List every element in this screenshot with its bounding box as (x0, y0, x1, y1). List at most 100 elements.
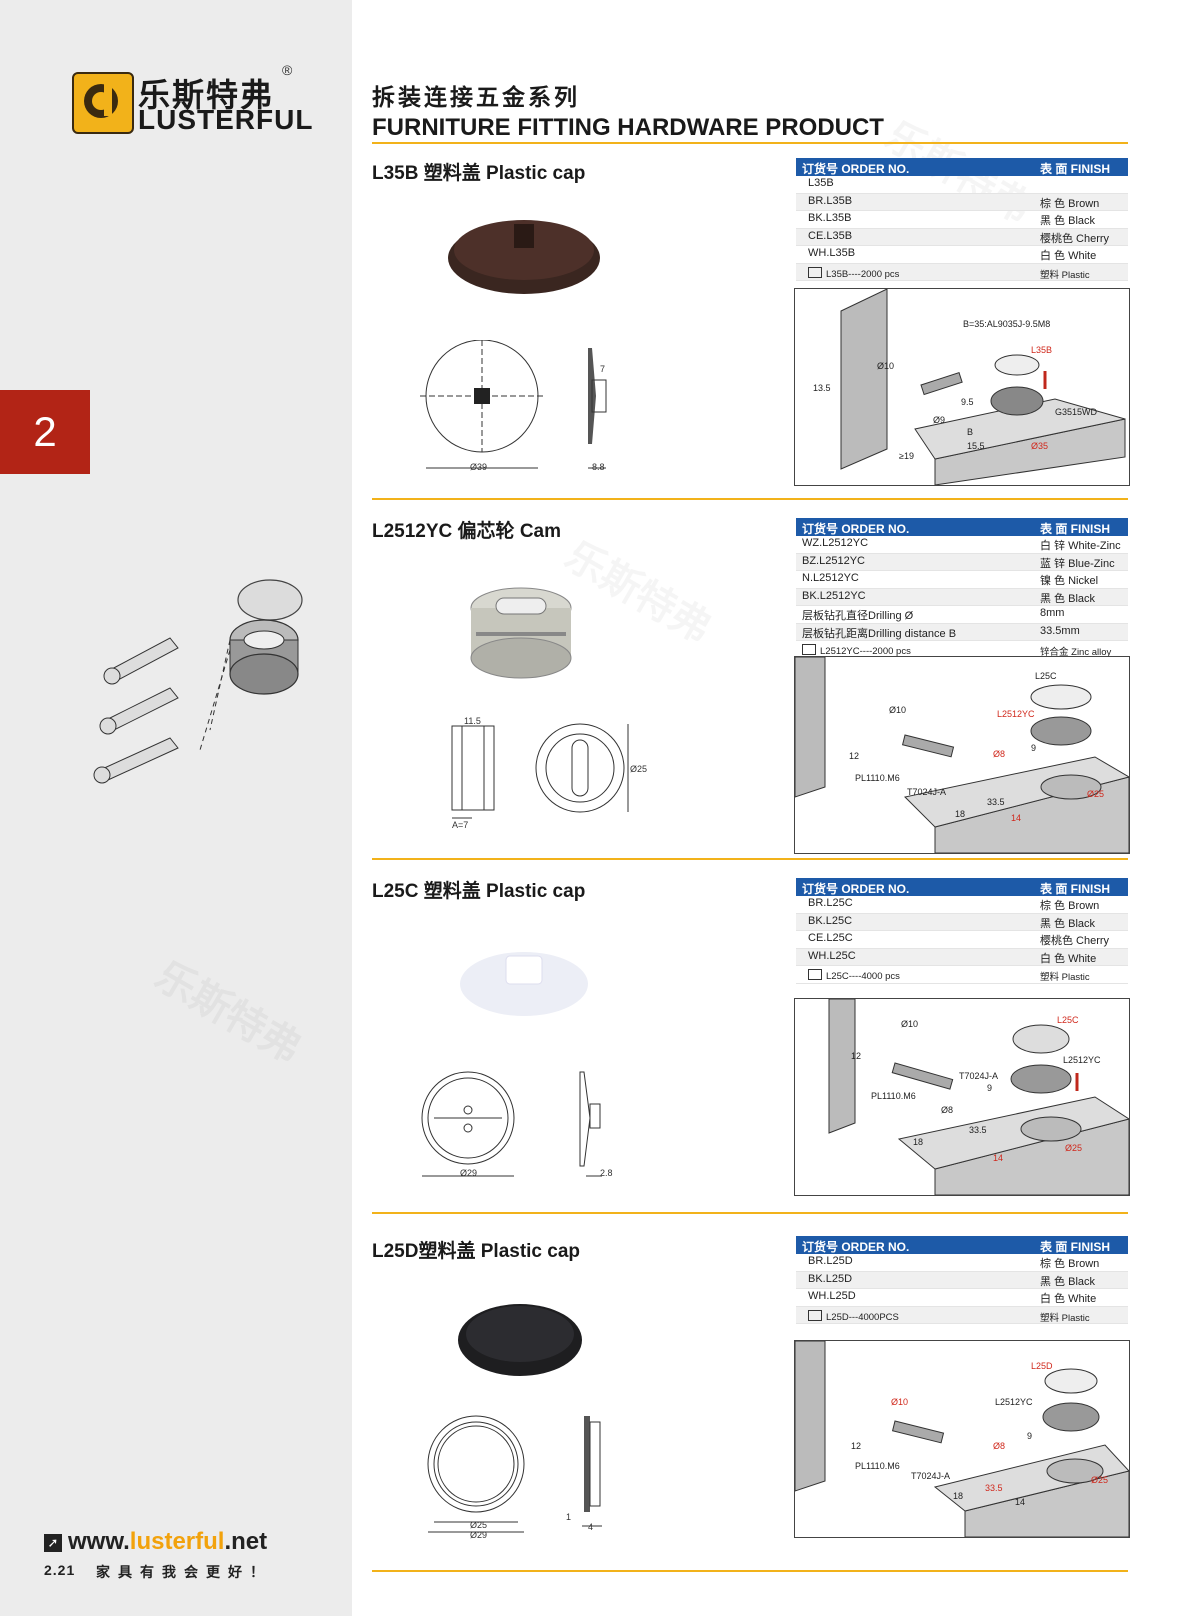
diagram-label: 18 (953, 1491, 964, 1501)
diagram-label: L2512YC (997, 709, 1035, 719)
diagram-label: T7024J-A (959, 1071, 999, 1081)
diagram-label: PL1110.M6 (855, 1461, 900, 1471)
diagram-label: 18 (955, 809, 966, 819)
plastic-cap-white-photo (460, 952, 588, 1016)
cam-assembly-illustration (93, 579, 303, 784)
order-table-header: 订货号 ORDER NO.表 面 FINISH (796, 878, 1128, 896)
diagram-label: L2512YC (995, 1397, 1033, 1407)
diagram-label: Ø8 (941, 1105, 954, 1115)
plastic-cap-black-photo (458, 1304, 582, 1376)
dim-diameter: Ø25 (630, 764, 648, 774)
diagram-label: G3515WD (1055, 407, 1098, 417)
website[interactable]: ➚www.lusterful.net (44, 1528, 267, 1556)
section-title: L25C 塑料盖 Plastic cap (372, 881, 586, 902)
order-table-header: 订货号 ORDER NO.表 面 FINISH (796, 158, 1128, 176)
order-table-header: 订货号 ORDER NO.表 面 FINISH (796, 518, 1128, 536)
page-title-cn: 拆装连接五金系列 (372, 84, 580, 110)
diagram-label: Ø25 (1087, 789, 1105, 799)
diagram-label: 14 (1015, 1497, 1026, 1507)
dim-diameter: Ø29 (460, 1168, 478, 1178)
l25d-technical-drawing (427, 1415, 602, 1533)
section-title: L35B 塑料盖 Plastic cap (372, 163, 586, 184)
divider (372, 142, 1128, 144)
dim-inner-diameter: Ø25 (470, 1520, 488, 1530)
diagram-label: T7024J-A (911, 1471, 951, 1481)
diagram-label: ≥19 (899, 451, 914, 461)
l25c-technical-drawing (421, 1071, 602, 1177)
dim-outer-diameter: Ø29 (470, 1530, 488, 1540)
diagram-label: Ø10 (889, 705, 907, 715)
installation-diagram: B=35:AL9035J-9.5M8 L35B Ø10 13.5 9.5 G35… (794, 288, 1130, 486)
dim-t2: 4 (588, 1522, 594, 1532)
box-icon (808, 266, 822, 278)
watermark: 乐斯特弗 (556, 524, 724, 654)
diagram-label: 18 (913, 1137, 924, 1147)
diagram-label: L25D (1031, 1361, 1053, 1371)
diagram-label: Ø8 (993, 749, 1006, 759)
table-row: L35B (796, 176, 1128, 194)
diagram-label: 14 (1011, 813, 1022, 823)
diagram-label: Ø10 (877, 361, 895, 371)
sidebar (0, 0, 352, 1616)
website-brand: lusterful (129, 1528, 225, 1555)
diagram-label: L2512YC (1063, 1055, 1101, 1065)
diagram-label: 12 (849, 751, 860, 761)
diagram-label: Ø35 (1031, 441, 1049, 451)
section-title: L2512YC 偏芯轮 Cam (372, 521, 562, 542)
installation-diagram: L25D L2512YC Ø10 12 Ø8 9 PL1110.M6 T7024… (794, 1340, 1130, 1538)
dim-thickness: 8.8 (592, 462, 605, 472)
l2512yc-technical-drawing (451, 723, 629, 819)
plastic-cap-brown-photo (448, 220, 600, 294)
brand-name-en: LUSTERFUL (138, 104, 314, 135)
diagram-label: Ø10 (901, 1019, 919, 1029)
website-prefix: www. (68, 1528, 130, 1555)
box-icon (808, 969, 822, 980)
dim-height: 7 (600, 364, 606, 374)
divider (372, 858, 1128, 860)
dim-a: A=7 (452, 820, 469, 830)
installation-diagram: L25C L2512YC Ø10 12 T7024J-A 9 PL1110.M6… (794, 998, 1130, 1196)
diagram-label: 9 (1027, 1431, 1033, 1441)
diagram-label: 13.5 (813, 383, 831, 393)
diagram-label: 9 (987, 1083, 993, 1093)
page-number: 2.21 (44, 1562, 76, 1578)
website-suffix: .net (224, 1528, 268, 1555)
cam-photo (470, 587, 572, 679)
brand-name-cn: 乐斯特弗 (138, 77, 275, 113)
slogan: 家具有我会更好！ (96, 1564, 272, 1580)
dim-width: 11.5 (464, 716, 481, 726)
diagram-label: 33.5 (987, 797, 1005, 807)
section-title: L25D塑料盖 Plastic cap (372, 1241, 581, 1262)
diagram-label: L25C (1057, 1015, 1079, 1025)
diagram-label: 14 (993, 1153, 1004, 1163)
diagram-label: L35B (1031, 345, 1053, 355)
diagram-label: PL1110.M6 (855, 773, 900, 783)
diagram-label: Ø10 (891, 1397, 909, 1407)
logo-mark-icon (72, 72, 134, 134)
chapter-tab: 2 (0, 390, 90, 474)
diagram-label: PL1110.M6 (871, 1091, 916, 1101)
box-icon (802, 644, 816, 655)
diagram-label: 33.5 (985, 1483, 1003, 1493)
divider (372, 1212, 1128, 1214)
box-icon (808, 1309, 822, 1321)
dim-t1: 1 (566, 1512, 572, 1522)
